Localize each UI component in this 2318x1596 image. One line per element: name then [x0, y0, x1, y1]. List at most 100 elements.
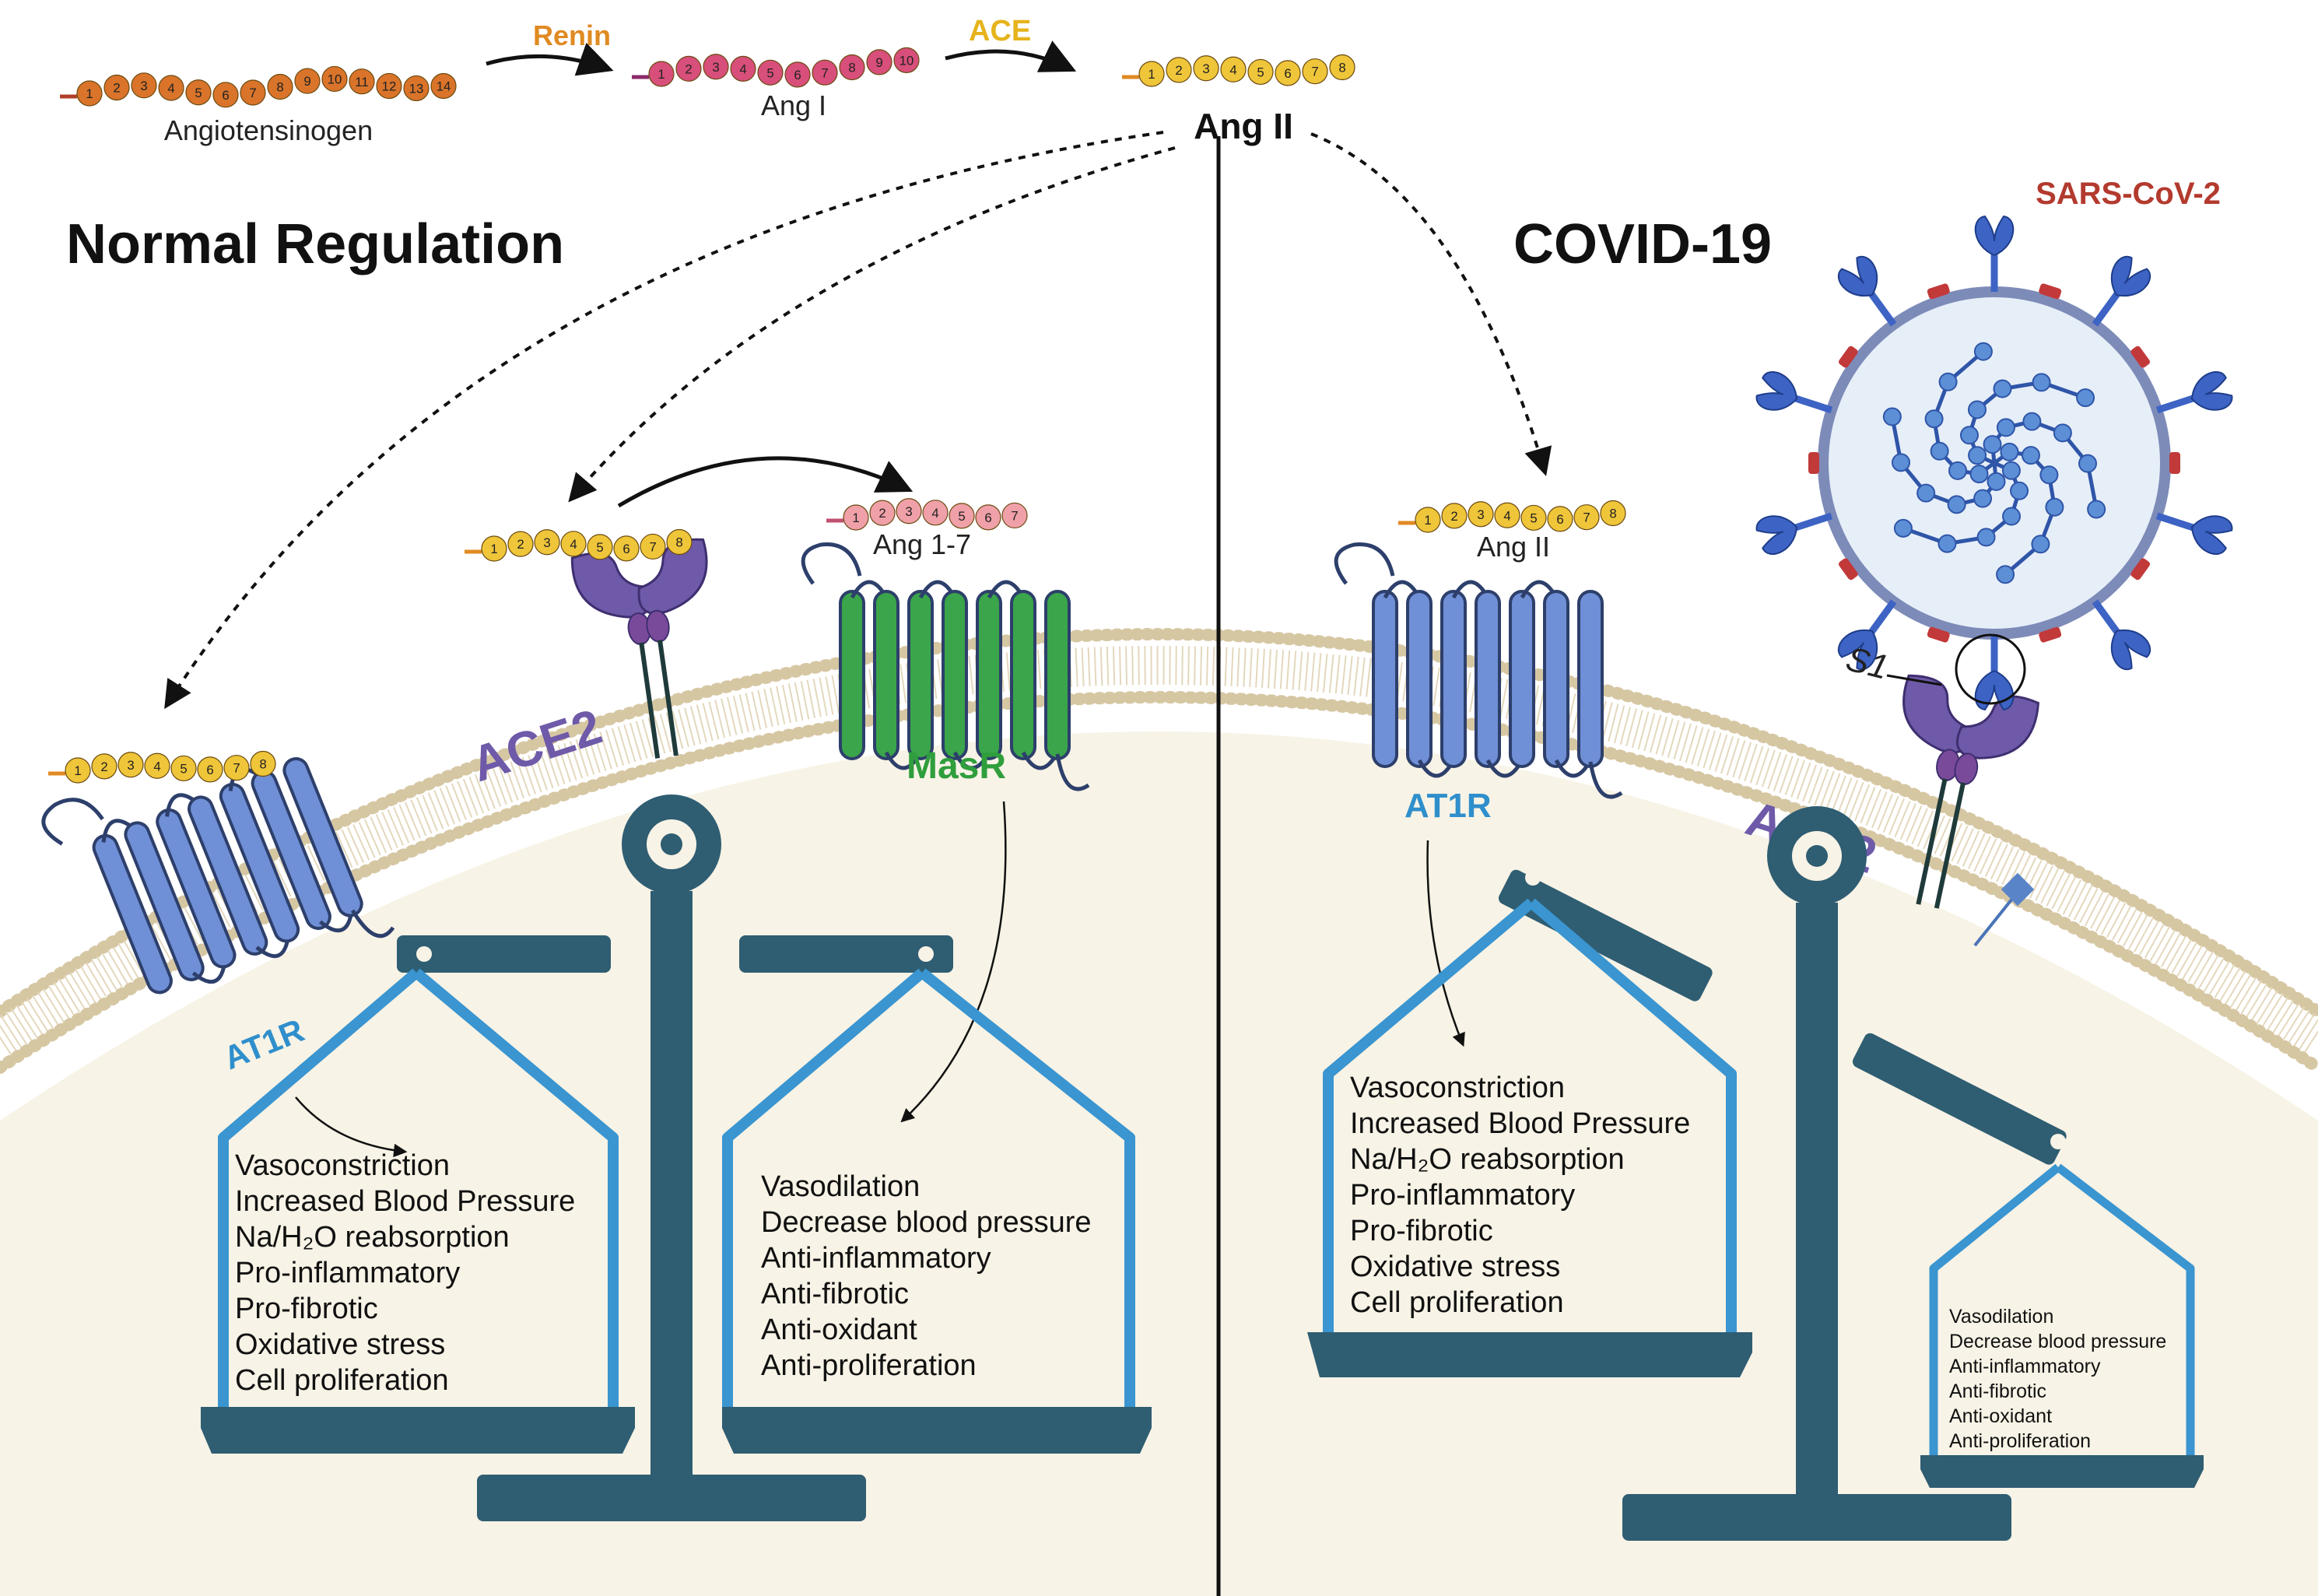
ang2-top-bead: [1166, 57, 1192, 83]
angiotensinogen-bead: [376, 72, 402, 100]
effect-item: Anti-inflammatory: [1949, 1356, 2101, 1377]
nucleocapsid-protein: [2039, 465, 2059, 485]
ace2-stalk: [1934, 782, 1966, 909]
ang1-bead-number: 2: [685, 61, 692, 76]
angiotensinogen-bead-number: 3: [140, 79, 147, 93]
normal-scale-beam-right: [739, 935, 953, 973]
ang2-ace2-bead: [613, 535, 640, 562]
effect-item: Vasodilation: [761, 1170, 920, 1203]
covid-scale-beam-left: [1498, 869, 1713, 1001]
s1-binding-circle: [1955, 633, 2026, 705]
spike-stem: [1790, 393, 1833, 414]
at1r-covid-helix: [1440, 590, 1467, 768]
ang2-covid-bead-number: 5: [1530, 510, 1537, 525]
at1r-covid-helix: [1509, 590, 1535, 768]
ang2-covid-bead: [1600, 500, 1626, 527]
at1r-normal-n-terminus: [41, 798, 104, 846]
ang2-ace2-bead: [560, 531, 587, 557]
masr-helix: [873, 590, 899, 760]
glycan-square: [2001, 872, 2035, 907]
ang2-ace2-bead: [666, 528, 693, 556]
ang2-ace2-bead-number: 1: [490, 542, 497, 556]
ang17-bead: [1001, 502, 1028, 529]
spike-protein: [2190, 371, 2233, 411]
spike-stem: [2155, 512, 2199, 533]
normal-scale-post: [651, 891, 693, 1482]
spike-protein: [1837, 629, 1878, 671]
spike-stem: [1865, 287, 1897, 327]
nucleocapsid-protein: [1893, 518, 1913, 538]
ace2-domain-right: [637, 538, 708, 615]
spike-protein: [1755, 515, 1798, 555]
ang2-ace2-bead-number: 8: [675, 535, 682, 550]
normal-scale-beam-left: [397, 935, 611, 973]
ang2-covid-bead-number: 7: [1583, 510, 1590, 525]
s1-leader-line: [1886, 674, 1942, 686]
ang2-ace2-bead: [507, 531, 534, 557]
ang1-bead-number: 7: [821, 65, 828, 80]
angiotensinogen-bead-number: 7: [249, 86, 256, 100]
masr-receptor: [801, 542, 1090, 791]
effect-item: Vasoconstriction: [1350, 1072, 1565, 1104]
masr-helix: [1010, 590, 1036, 760]
ang2-top-bead: [1329, 54, 1355, 81]
effect-item: Anti-proliferation: [761, 1349, 977, 1382]
ang2-at1r-bead: [144, 752, 170, 779]
ang2-top-bead-number: 8: [1338, 61, 1345, 75]
ang2-ace2-bead-number: 5: [596, 540, 603, 555]
ang2-ace2-bead-number: 7: [649, 540, 656, 555]
effect-item: Anti-proliferation: [1949, 1430, 2091, 1452]
masr-effect-arrow: [900, 801, 1007, 1123]
effect-item: Decrease blood pressure: [1949, 1331, 2166, 1352]
at1r-covid-helix: [1543, 590, 1569, 768]
masr-helix: [839, 590, 865, 760]
ang1-bead: [730, 55, 756, 82]
at1r-normal-helix: [156, 808, 237, 969]
spike-protein: [1974, 215, 2015, 257]
at1r-covid-helix: [1577, 590, 1604, 768]
effect-item: Na/H₂O reabsorption: [235, 1221, 510, 1254]
ang2-top-bead-number: 1: [1148, 67, 1155, 82]
effect-item: Na/H₂O reabsorption: [1350, 1143, 1625, 1176]
at1r-covid-helix: [1406, 590, 1433, 768]
angiotensinogen-bead: [76, 80, 103, 107]
effect-item: Pro-inflammatory: [235, 1257, 460, 1289]
masr-c-terminus: [1055, 753, 1090, 791]
spike-protein: [1755, 371, 1798, 411]
effect-item: Decrease blood pressure: [761, 1206, 1092, 1239]
ang2-top-bead-number: 6: [1284, 66, 1291, 81]
spike-stem: [2092, 287, 2123, 327]
ang2-covid-bead-number: 8: [1609, 507, 1616, 521]
angiotensinogen-bead-number: 2: [113, 81, 120, 96]
ang1-bead-number: 1: [658, 67, 665, 82]
angiotensinogen-bead-number: 4: [167, 81, 174, 96]
nucleocapsid-protein: [1996, 418, 2015, 437]
covid-balance-scale: [1498, 806, 2067, 1541]
ang2-covid-bead: [1415, 507, 1441, 533]
ang2-ace2-bead-number: 6: [622, 542, 629, 556]
sars-cov-2-label: SARS-CoV-2: [2036, 177, 2221, 211]
ang1-bead: [866, 49, 892, 75]
nucleocapsid-protein: [2001, 461, 2021, 480]
membrane-protein: [1839, 346, 1858, 368]
ang1-bead-number: 5: [766, 65, 773, 80]
at1r-effect-arrow-normal: [295, 1096, 408, 1158]
at1r-label-covid: AT1R: [1404, 787, 1492, 825]
ang2-top-bead-number: 2: [1175, 63, 1182, 78]
nucleocapsid-protein: [1967, 400, 1987, 419]
nucleocapsid-protein: [1924, 409, 1944, 429]
effect-item: Pro-inflammatory: [1350, 1179, 1575, 1212]
ang2-at1r-bead-number: 5: [180, 761, 187, 776]
at1r-normal-helix: [92, 833, 173, 994]
nucleocapsid-protein: [2002, 507, 2022, 526]
masr-helix: [976, 590, 1002, 760]
nucleocapsid-protein: [2010, 481, 2029, 500]
effect-item: Pro-fibrotic: [235, 1293, 378, 1325]
membrane-protein: [1839, 558, 1858, 581]
membrane-protein: [1927, 283, 1950, 300]
